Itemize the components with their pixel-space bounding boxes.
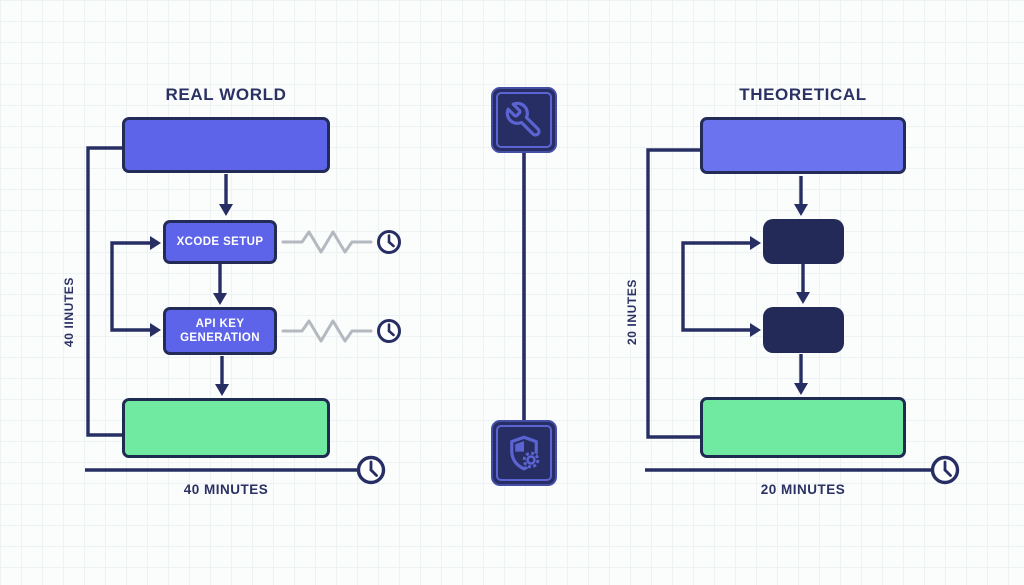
api-key-generation-box: API KEY GENERATION [163, 307, 277, 355]
clock-icon [930, 455, 960, 485]
clock-icon [377, 319, 401, 343]
left-arrowhead-2 [213, 293, 227, 305]
theoretical-end-box [700, 397, 906, 458]
clock-icon [356, 455, 386, 485]
shield-gear-icon [510, 435, 540, 471]
left-arrowhead-3 [215, 384, 229, 396]
right-branch-arrowhead-2 [750, 323, 761, 337]
right-arrowhead-1 [794, 204, 808, 216]
right-timeline-label: 20 MINUTES [760, 482, 846, 497]
right-branch-elbow [681, 241, 751, 332]
security-badge [491, 420, 557, 486]
real-world-end-box [122, 398, 330, 458]
left-duration-side-label: 40 IINUTES [62, 276, 76, 348]
clock-icon [377, 230, 401, 254]
real-world-connectors [85, 146, 401, 485]
left-time-bracket [86, 146, 122, 437]
left-branch-arrowhead-2 [150, 323, 161, 337]
delay-squiggle-2 [281, 319, 373, 343]
xcode-setup-box: XCODE SETUP [163, 220, 277, 264]
left-arrowhead-1 [219, 204, 233, 216]
theoretical-title: THEORETICAL [739, 85, 867, 104]
left-branch-elbow [110, 241, 151, 332]
real-world-title: REAL WORLD [165, 85, 287, 104]
right-arrowhead-2 [796, 292, 810, 304]
theoretical-connectors [645, 148, 960, 485]
theoretical-start-box [700, 117, 906, 174]
right-time-bracket [646, 148, 700, 439]
theoretical-step-box-2 [763, 307, 844, 353]
delay-squiggle-1 [281, 230, 373, 254]
right-duration-side-label: 20 INUTES [625, 278, 639, 346]
tools-badge [491, 87, 557, 153]
right-branch-arrowhead-1 [750, 236, 761, 250]
left-timeline-label: 40 MINUTES [183, 482, 269, 497]
right-arrowhead-3 [794, 383, 808, 395]
left-branch-arrowhead-1 [150, 236, 161, 250]
wrench-icon [505, 101, 541, 137]
real-world-start-box [122, 117, 330, 173]
theoretical-step-box-1 [763, 219, 844, 264]
